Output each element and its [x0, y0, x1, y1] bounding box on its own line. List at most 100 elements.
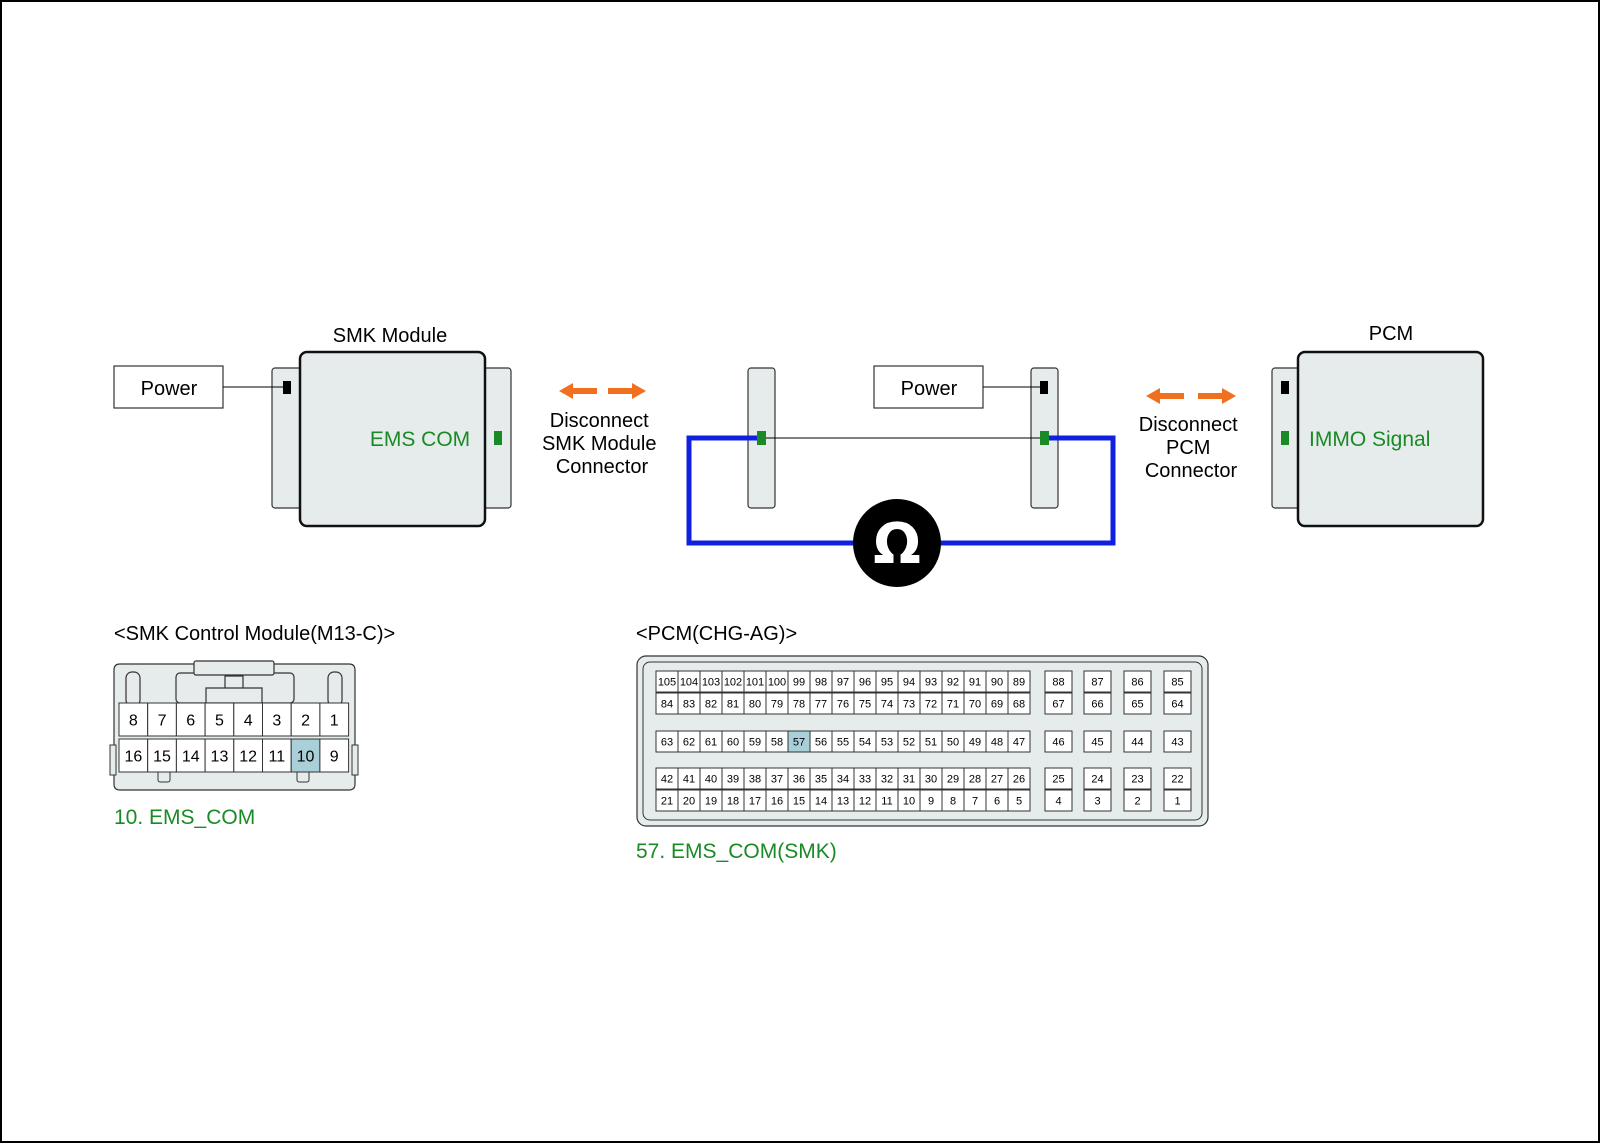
pin-label: 10 — [903, 795, 915, 807]
pin-label: 40 — [705, 773, 717, 785]
pin-label: 37 — [771, 773, 783, 785]
pin-cell — [1163, 692, 1192, 715]
pin-label: 98 — [815, 676, 827, 688]
pin-label: 13 — [837, 795, 849, 807]
pin-label: 75 — [859, 698, 871, 710]
pin-cell — [175, 702, 206, 737]
pin-label: 74 — [881, 698, 893, 710]
smk-disconnect-arrows — [559, 383, 646, 399]
pin-label: 7 — [158, 712, 167, 729]
pin-label: 27 — [991, 773, 1003, 785]
pcm-title: PCM — [1369, 323, 1413, 345]
pcm-immo-signal-label: IMMO Signal — [1309, 428, 1430, 451]
pin-cell — [233, 702, 264, 737]
pin-label: 97 — [837, 676, 849, 688]
smk-ems-com-label: EMS COM — [370, 428, 470, 451]
pin-cell — [1123, 789, 1152, 812]
pin-cell — [319, 738, 350, 773]
pin-label: 58 — [771, 736, 783, 748]
pin-label: 72 — [925, 698, 937, 710]
pcm-connector-title: <PCM(CHG-AG)> — [636, 623, 797, 645]
pin-label: 14 — [182, 748, 200, 765]
pin-label: 59 — [749, 736, 761, 748]
smk-connector-title: <SMK Control Module(M13-C)> — [114, 623, 395, 645]
pin-label: 85 — [1171, 676, 1183, 688]
meter-lead-right — [939, 435, 1116, 546]
pcm-pin-caption: 57. EMS_COM(SMK) — [636, 840, 837, 863]
pin-cell — [1163, 670, 1192, 693]
pin-label: 25 — [1052, 773, 1064, 785]
pin-label: 9 — [330, 748, 339, 765]
pin-label: 51 — [925, 736, 937, 748]
pin-label: 48 — [991, 736, 1003, 748]
pin-label: 41 — [683, 773, 695, 785]
pin-label: 42 — [661, 773, 673, 785]
pin-label: 57 — [793, 736, 805, 748]
pin-label: 12 — [859, 795, 871, 807]
pin-cell — [1044, 767, 1073, 790]
pin-cell — [1123, 767, 1152, 790]
pin-label: 46 — [1052, 736, 1064, 748]
smk-module-title: SMK Module — [333, 325, 448, 347]
ohm-symbol: Ω — [873, 512, 921, 577]
pin-label: 54 — [859, 736, 871, 748]
smk-module: SMK Module EMS COM — [271, 325, 512, 528]
pin-label: 90 — [991, 676, 1003, 688]
pin-label: 28 — [969, 773, 981, 785]
pin-cell — [1083, 789, 1112, 812]
pin-cell — [1083, 730, 1112, 753]
pin-label: 26 — [1013, 773, 1025, 785]
pin-label: 100 — [768, 676, 786, 688]
pin-label: 6 — [186, 712, 195, 729]
pin-cell — [1007, 789, 1031, 812]
pin-label: 29 — [947, 773, 959, 785]
pin-label: 89 — [1013, 676, 1025, 688]
smk-power-box: Power — [113, 365, 283, 409]
pin-cell — [319, 702, 350, 737]
pin-label: 102 — [724, 676, 742, 688]
pin-label: 11 — [881, 795, 892, 807]
pin-label: 22 — [1171, 773, 1183, 785]
pin-label: 104 — [680, 676, 698, 688]
pin-label: 95 — [881, 676, 893, 688]
pin-label: 7 — [972, 795, 978, 807]
pin-label: 63 — [661, 736, 673, 748]
pin-label: 4 — [1055, 795, 1061, 807]
pin-cell — [1044, 730, 1073, 753]
middle-power-label: Power — [901, 378, 958, 400]
meter-lead-left — [686, 435, 855, 546]
pin-label: 38 — [749, 773, 761, 785]
pin-label: 91 — [969, 676, 981, 688]
pin-label: 65 — [1131, 698, 1143, 710]
pin-label: 103 — [702, 676, 720, 688]
pin-cell — [290, 702, 321, 737]
pin-label: 34 — [837, 773, 849, 785]
pin-label: 8 — [950, 795, 956, 807]
pin-label: 44 — [1131, 736, 1143, 748]
pin-label: 19 — [705, 795, 717, 807]
pin-label: 11 — [269, 748, 286, 765]
pin-label: 2 — [1134, 795, 1140, 807]
pin-cell — [175, 738, 206, 773]
pin-label: 86 — [1131, 676, 1143, 688]
pin-label: 49 — [969, 736, 981, 748]
smk-pin-caption: 10. EMS_COM — [114, 806, 255, 829]
pin-label: 101 — [746, 676, 764, 688]
pin-label: 16 — [124, 748, 142, 765]
pin-label: 80 — [749, 698, 761, 710]
pin-label: 77 — [815, 698, 827, 710]
pin-label: 94 — [903, 676, 915, 688]
pin-label: 2 — [301, 712, 310, 729]
pin-label: 55 — [837, 736, 849, 748]
pin-cell — [1123, 670, 1152, 693]
pin-label: 43 — [1171, 736, 1183, 748]
pin-label: 33 — [859, 773, 871, 785]
pcm-disconnect-text: Disconnect PCM Connector — [1139, 414, 1244, 482]
pin-label: 73 — [903, 698, 915, 710]
pin-cell — [1163, 767, 1192, 790]
pin-label: 70 — [969, 698, 981, 710]
pin-label: 53 — [881, 736, 893, 748]
